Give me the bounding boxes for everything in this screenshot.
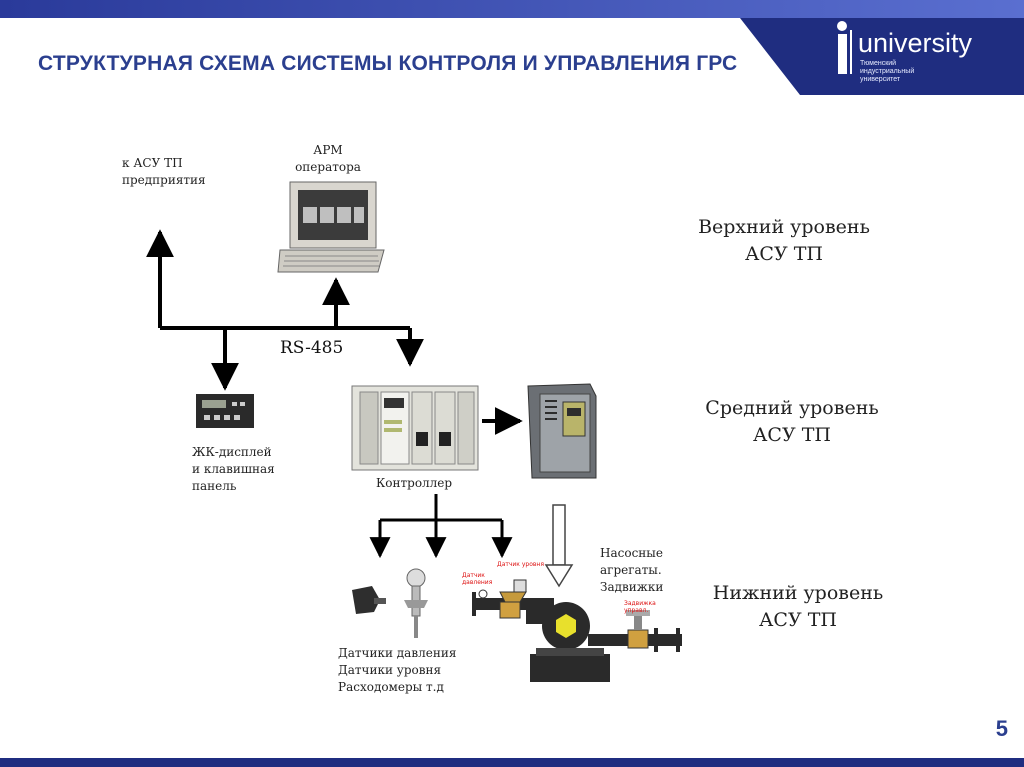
logo-sub-line: университет — [860, 76, 901, 83]
tiny-line: управл. — [624, 607, 649, 614]
pumps-line: агрегаты. — [600, 563, 662, 577]
sensors-label: Датчики давления Датчики уровня Расходом… — [338, 645, 456, 696]
lcd-line: и клавишная — [192, 462, 275, 476]
controller-label: Контроллер — [376, 476, 453, 490]
bus-label: RS-485 — [280, 338, 344, 358]
logo-sub-line: Тюменский — [860, 60, 897, 67]
pressure-sensor-icon — [352, 586, 386, 614]
logo-panel — [740, 18, 1024, 95]
branch-lines — [369, 494, 513, 559]
level-line: Средний уровень — [705, 397, 879, 419]
tiny-line: давления — [462, 579, 493, 586]
page-title: СТРУКТУРНАЯ СХЕМА СИСТЕМЫ КОНТРОЛЯ И УПР… — [38, 52, 738, 75]
operator-workstation-icon — [277, 181, 385, 273]
level-sensor-icon — [404, 568, 428, 638]
sensors-line: Расходомеры т.д — [338, 680, 444, 694]
tiny-line: Задвижка — [624, 600, 656, 607]
university-logo-subtitle: Тюменский индустриальный университет — [860, 60, 914, 84]
top-level-label: Верхний уровень АСУ ТП — [674, 214, 894, 268]
logo-sub-line: индустриальный — [860, 68, 915, 75]
pumps-line: Насосные — [600, 546, 663, 560]
tiny-annotation: Датчик давления — [462, 572, 492, 586]
arm-line: оператора — [295, 160, 361, 174]
tiny-line: Датчик — [462, 572, 485, 579]
asu-tp-line: к АСУ ТП — [122, 156, 183, 170]
bus-lines — [146, 229, 424, 391]
drive-pump-arrow — [544, 504, 574, 588]
level-line: АСУ ТП — [745, 243, 823, 265]
footer-band — [0, 758, 1024, 767]
arm-label: АРМ оператора — [290, 142, 366, 176]
lcd-panel-icon — [196, 394, 254, 428]
tiny-annotation: Датчик уровня — [497, 561, 544, 568]
asu-tp-line: предприятия — [122, 173, 206, 187]
middle-level-label: Средний уровень АСУ ТП — [682, 395, 902, 449]
arm-line: АРМ — [313, 143, 343, 157]
page-number: 5 — [995, 716, 1008, 741]
sensors-line: Датчики уровня — [338, 663, 442, 677]
university-logo-text: university — [858, 28, 973, 58]
level-line: АСУ ТП — [753, 424, 831, 446]
lcd-label: ЖК-дисплей и клавишная панель — [192, 444, 275, 495]
pump-station-icon — [472, 579, 682, 682]
pumps-line: Задвижки — [600, 580, 664, 594]
level-line: АСУ ТП — [759, 609, 837, 631]
level-line: Верхний уровень — [698, 216, 870, 238]
drive-icon — [527, 383, 597, 479]
header-band — [0, 0, 1024, 18]
university-logo-mark — [837, 21, 852, 74]
sensors-line: Датчики давления — [338, 646, 457, 660]
tiny-annotation: Задвижка управл. — [624, 600, 656, 614]
pumps-label: Насосные агрегаты. Задвижки — [600, 545, 663, 596]
level-line: Нижний уровень — [712, 582, 884, 604]
lcd-line: ЖК-дисплей — [192, 445, 272, 459]
asu-tp-label: к АСУ ТП предприятия — [122, 155, 206, 189]
lcd-line: панель — [192, 479, 237, 493]
lower-level-label: Нижний уровень АСУ ТП — [688, 580, 908, 634]
controller-icon — [351, 385, 479, 471]
